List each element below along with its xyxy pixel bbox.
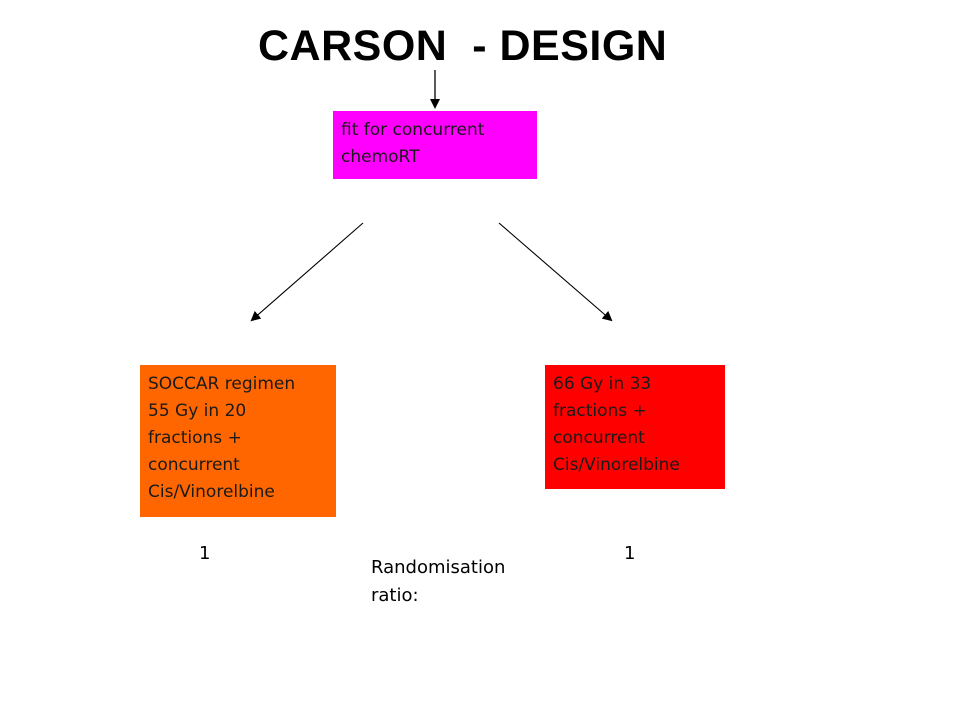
diagram-title: CARSON - DESIGN [258,22,668,70]
standard-arm-box: 66 Gy in 33 fractions + concurrent Cis/V… [545,365,725,489]
soccar-arm-box: SOCCAR regimen 55 Gy in 20 fractions + c… [140,365,336,517]
randomisation-ratio-label: Randomisation ratio: [371,557,506,606]
ratio-left-value: 1 [199,543,211,564]
ratio-right-value: 1 [624,543,636,564]
eligibility-box: fit for concurrent chemoRT [333,111,537,179]
arrow-top-to-left [250,222,364,322]
arrow-top-to-right [498,222,613,322]
